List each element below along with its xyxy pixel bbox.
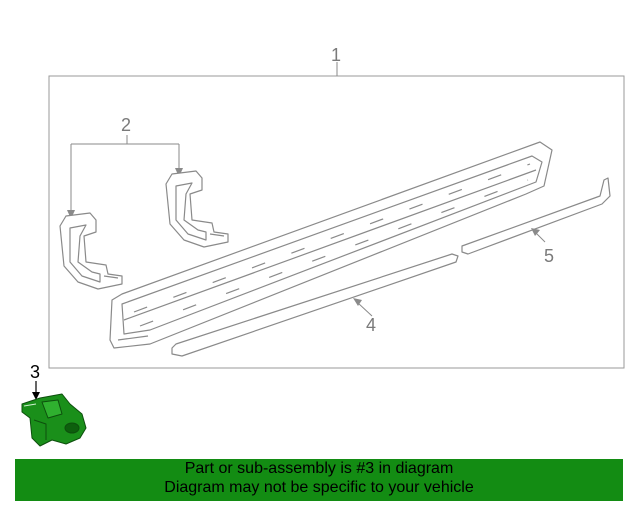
callout-2-arrow-left xyxy=(67,210,75,219)
callout-5-arrow xyxy=(531,228,540,236)
banner-line-1: Part or sub-assembly is #3 in diagram xyxy=(184,460,454,477)
callout-4-arrow xyxy=(353,298,362,306)
callout-4: 4 xyxy=(366,315,376,335)
callout-4-leader xyxy=(357,302,373,317)
info-banner: Part or sub-assembly is #3 in diagram Di… xyxy=(15,459,623,501)
running-board xyxy=(109,141,553,349)
callout-2-arrow-right xyxy=(175,168,183,177)
callout-5-leader xyxy=(535,232,546,243)
step-bracket-left xyxy=(59,212,123,290)
molding-upper xyxy=(461,177,611,255)
callout-3: 3 xyxy=(30,362,40,382)
callout-2: 2 xyxy=(121,115,131,135)
callout-2-leader xyxy=(70,135,180,212)
callout-5: 5 xyxy=(544,246,554,266)
molding-lower xyxy=(171,253,459,357)
banner-line-2: Diagram may not be specific to your vehi… xyxy=(164,479,474,496)
highlighted-bracket-part xyxy=(21,393,87,447)
callout-1: 1 xyxy=(331,45,341,65)
step-bracket-right xyxy=(165,170,229,248)
callout-3-arrow xyxy=(32,392,40,400)
